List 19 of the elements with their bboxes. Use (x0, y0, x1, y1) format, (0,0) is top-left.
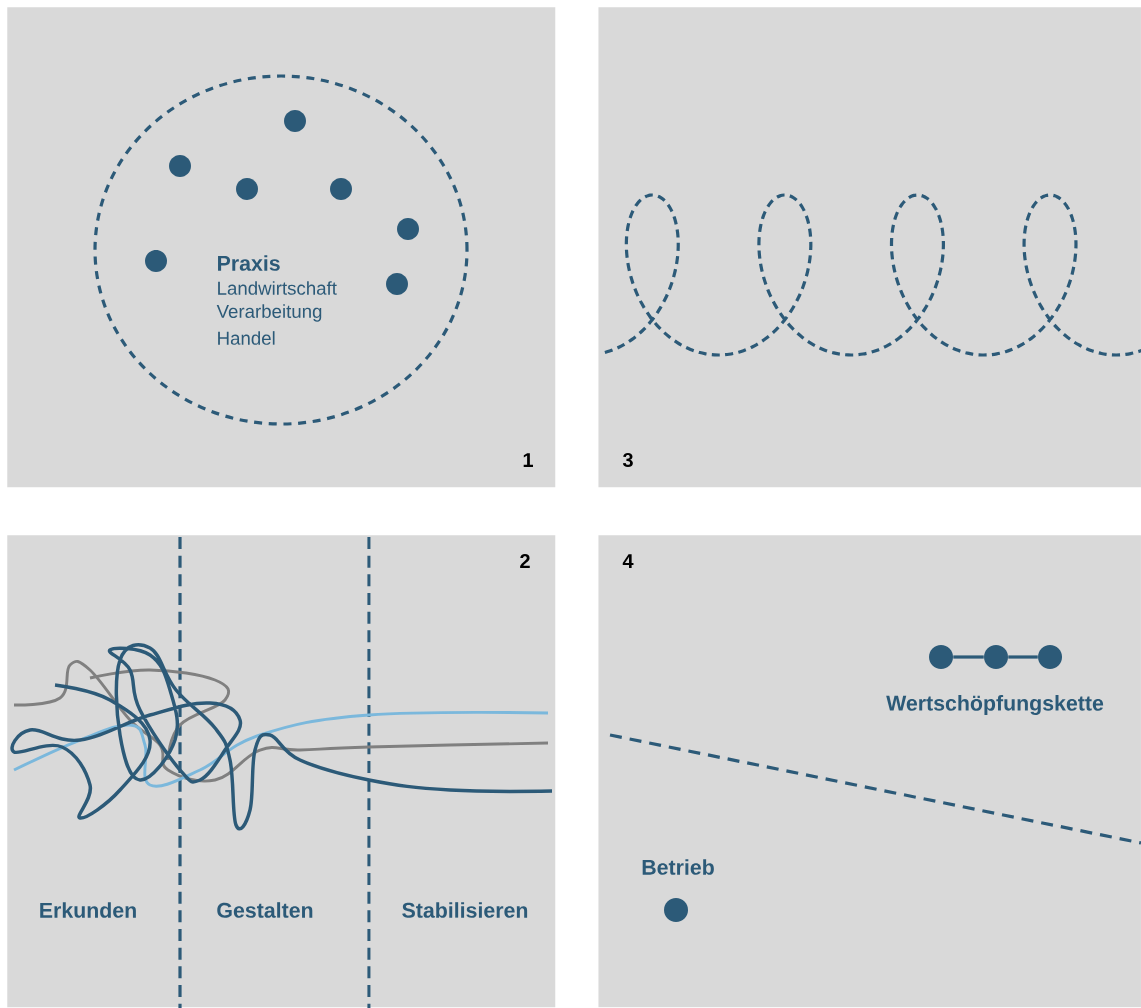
panel-number: 4 (622, 554, 634, 568)
dot (1038, 645, 1062, 669)
list-item: Landwirtschaft (218, 281, 337, 295)
list-item: Handel (218, 331, 275, 345)
text-label: Betrieb (642, 859, 714, 875)
dot (984, 645, 1008, 669)
text-label: Wertschöpfungskette (886, 695, 1104, 715)
connector-line (953, 655, 984, 659)
panel-number: 1 (523, 453, 533, 467)
connector-line (1008, 655, 1038, 659)
panel-number: 3 (622, 452, 633, 468)
dot (664, 898, 688, 922)
phase-label: Erkunden (40, 902, 136, 918)
phase-label: Stabilisieren (402, 902, 528, 918)
heading: Praxis (218, 255, 280, 271)
dot (929, 645, 953, 669)
phase-label: Gestalten (217, 902, 313, 918)
list-item: Verarbeitung (216, 304, 322, 322)
panel-number: 2 (520, 554, 530, 568)
